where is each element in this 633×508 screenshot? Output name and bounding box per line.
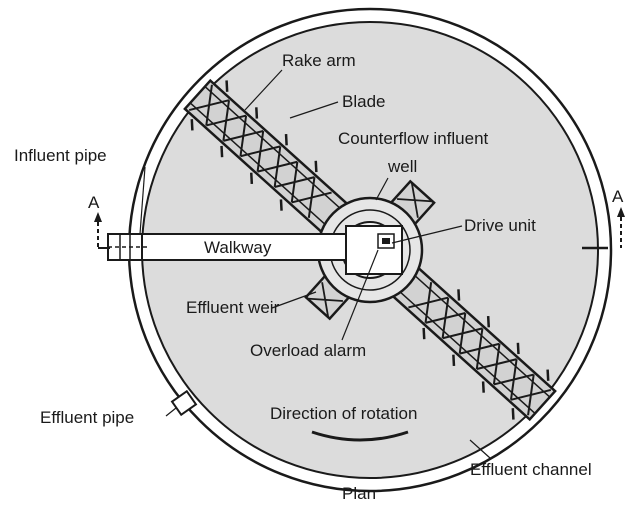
label-caption-plan: Plan: [342, 484, 376, 503]
rake-blades: [190, 80, 550, 420]
leader-effluent-weir: [271, 291, 317, 309]
label-effluent-weir: Effluent weir: [186, 298, 280, 317]
rake-arm-truss-left: [188, 84, 332, 218]
leader-drive-unit: [391, 225, 463, 244]
leader-influent-pipe: [139, 166, 146, 235]
label-effluent-channel: Effluent channel: [470, 460, 592, 479]
label-section-right: A: [612, 187, 624, 206]
label-rake-arm: Rake arm: [282, 51, 356, 70]
rotation-direction-arc: [311, 430, 409, 442]
drive-platform: [345, 225, 403, 275]
leader-effluent-pipe: [165, 407, 177, 417]
label-walkway: Walkway: [204, 238, 272, 257]
rake-arm-truss-right: [408, 282, 552, 416]
leader-effluent-channel: [469, 439, 491, 459]
section-marker-right: [582, 207, 625, 250]
effluent-pipe: [170, 389, 198, 417]
label-counterflow-line1: Counterflow influent: [338, 129, 489, 148]
label-section-left: A: [88, 193, 100, 212]
label-blade: Blade: [342, 92, 385, 111]
label-direction-of-rotation: Direction of rotation: [270, 404, 417, 423]
label-overload-alarm: Overload alarm: [250, 341, 366, 360]
leader-rake-arm: [244, 69, 283, 111]
label-drive-unit: Drive unit: [464, 216, 536, 235]
leader-overload-alarm: [341, 249, 379, 341]
label-effluent-pipe: Effluent pipe: [40, 408, 134, 427]
label-counterflow-line2: well: [387, 157, 417, 176]
drive-unit-core: [382, 238, 390, 244]
label-influent-pipe: Influent pipe: [14, 146, 107, 165]
leader-counterflow: [375, 177, 389, 201]
section-marker-left: [94, 212, 110, 249]
leader-blade: [289, 101, 339, 119]
